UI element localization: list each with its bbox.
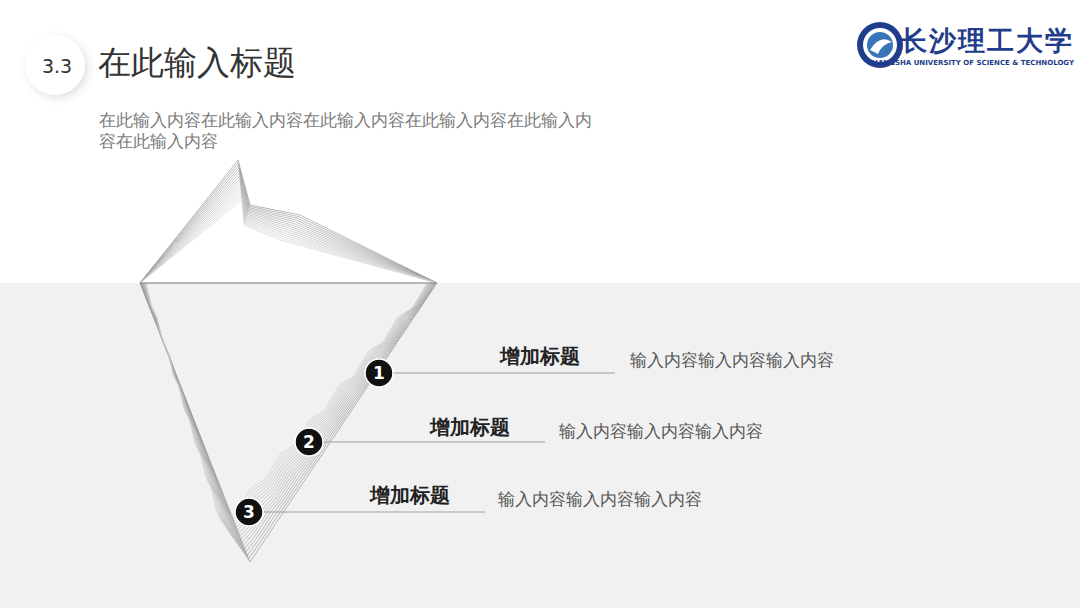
item-title: 增加标题 — [500, 344, 580, 369]
item-title: 增加标题 — [370, 483, 450, 508]
section-number: 3.3 — [42, 55, 72, 79]
item-title: 增加标题 — [430, 415, 510, 440]
callout-circle: 1 — [364, 358, 394, 388]
slide-title: 在此输入标题 — [98, 42, 296, 83]
item-text: 输入内容输入内容输入内容 — [630, 350, 834, 371]
callout-circle: 3 — [234, 497, 264, 527]
item-text: 输入内容输入内容输入内容 — [498, 489, 702, 510]
callout-circle: 2 — [294, 427, 324, 457]
badge-circle — [25, 35, 85, 95]
callout-number: 1 — [364, 358, 394, 388]
callout-number: 2 — [294, 427, 324, 457]
callout-number: 3 — [234, 497, 264, 527]
badge-shadow — [18, 28, 98, 108]
university-english: CHANGSHA UNIVERSITY OF SCIENCE & TECHNOL… — [867, 59, 1074, 68]
intro-text: 在此输入内容在此输入内容在此输入内容在此输入内容在此输入内容在此输入内容 — [99, 110, 599, 153]
university-name: 长沙理工大学 — [900, 24, 1074, 58]
item-text: 输入内容输入内容输入内容 — [559, 421, 763, 442]
ground-band — [0, 283, 1080, 608]
